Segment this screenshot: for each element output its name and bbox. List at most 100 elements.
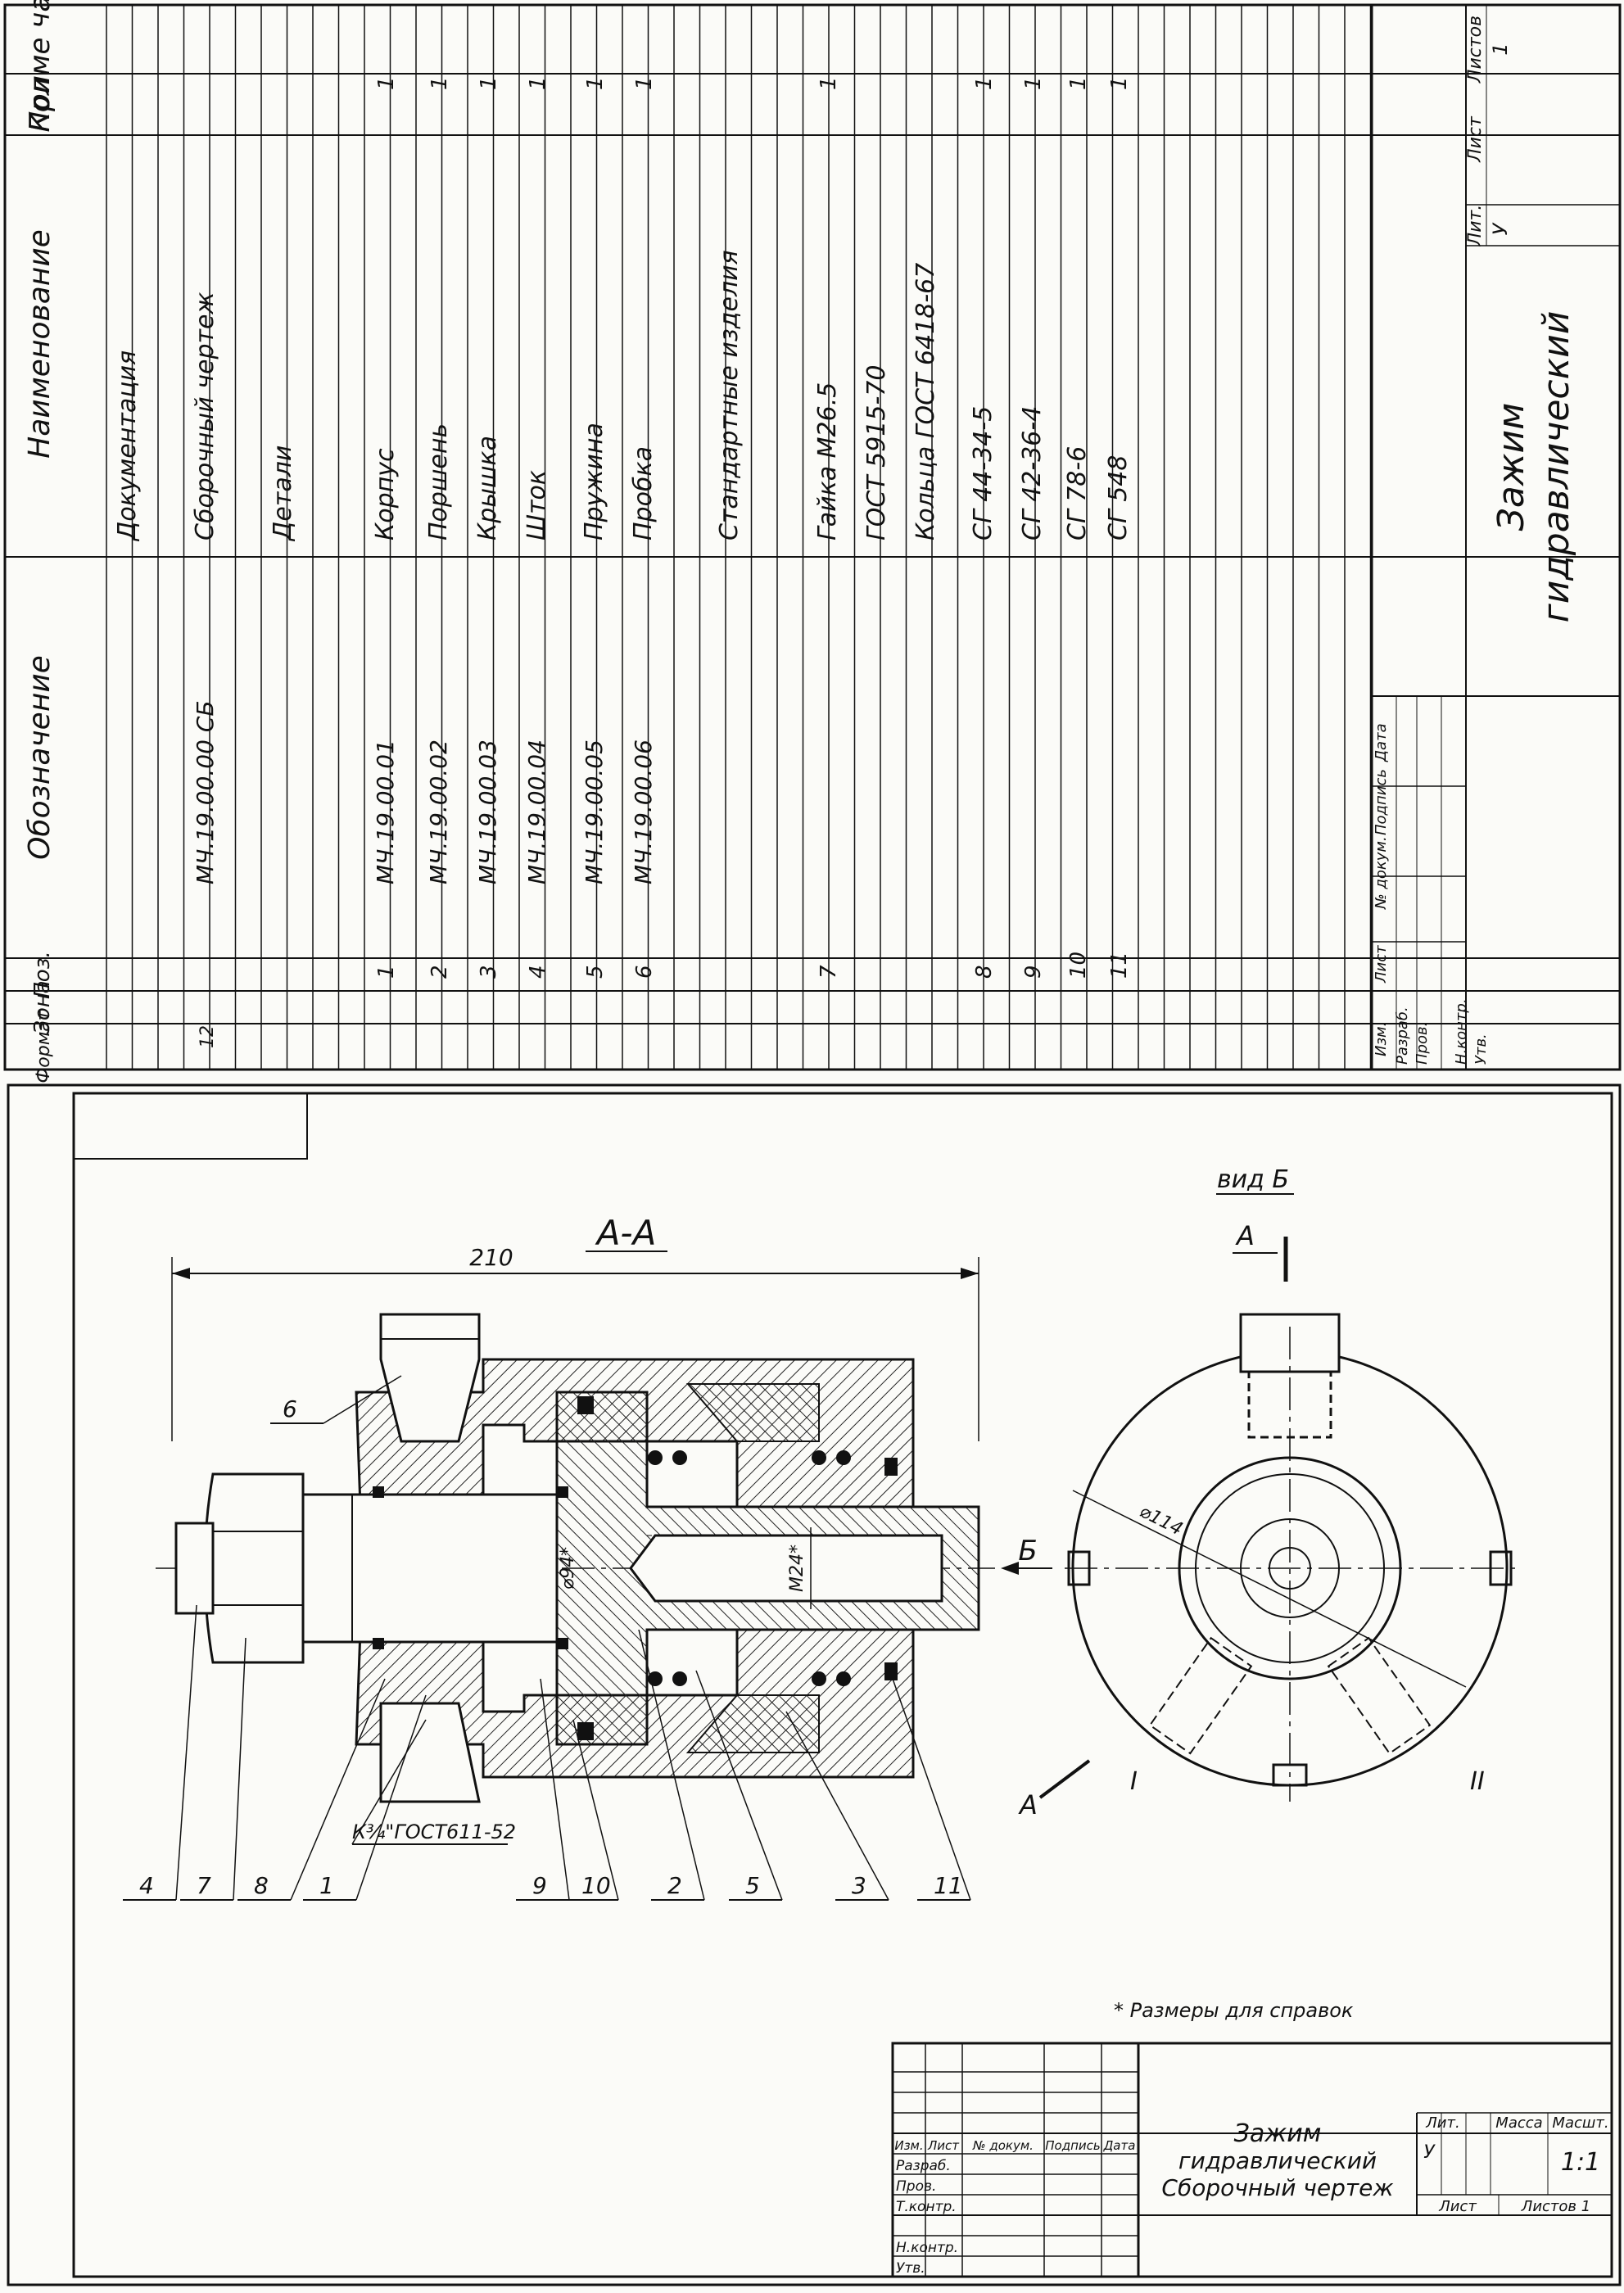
spec-row-4-name: Поршень: [424, 423, 453, 540]
tb-role-4: Н.контр.: [896, 2240, 958, 2256]
spec-row-3-name: Корпус: [371, 448, 400, 540]
callout-11: 11: [934, 1872, 963, 1899]
tb-role-0: Разраб.: [896, 2158, 951, 2174]
view-mark-1: I: [1130, 1767, 1138, 1796]
callout-2: 2: [667, 1872, 682, 1899]
spec-row-5-des: МЧ.19.00.03: [474, 739, 501, 884]
spec-lit-value: У: [1489, 222, 1512, 235]
spec-tb-role-1: Пров.: [1414, 1022, 1431, 1065]
spec-row-8-name: Пробка: [629, 446, 658, 540]
spec-row-16-qty: 1: [1107, 76, 1132, 90]
callout-8: 8: [254, 1872, 269, 1899]
header-pos: Поз.: [30, 951, 55, 998]
tb-col-0: Изм.: [894, 2138, 923, 2153]
spec-row-15-qty: 1: [1066, 76, 1091, 90]
spec-row-15-name: СГ 78-6: [1063, 446, 1092, 540]
spec-row-5-qty: 1: [477, 76, 501, 90]
nut: [203, 1472, 305, 1664]
spec-row-10-qty: 1: [817, 76, 841, 90]
callout-3: 3: [852, 1872, 866, 1899]
spec-tb-col-3: Подпись: [1373, 769, 1390, 835]
spec-row-16-pos: 11: [1107, 952, 1132, 979]
header-name: Наименование: [23, 229, 57, 459]
header-zone: Зона: [30, 980, 55, 1034]
spec-row-6-qty: 1: [526, 76, 550, 90]
spec-tb-col-0: Изм.: [1373, 1022, 1390, 1056]
spec-row-9-name: Стандартные изделия: [715, 250, 744, 540]
spec-row-6-pos: 4: [526, 965, 550, 979]
tb-role-1: Пров.: [896, 2178, 936, 2195]
spec-row-8-des: МЧ.19.00.06: [630, 739, 657, 884]
spec-row-4-des: МЧ.19.00.02: [425, 739, 452, 884]
spec-row-16-name: СГ 548: [1104, 455, 1133, 540]
spec-title-block: Зажим гидравлический Лит. Лист Листов У …: [1370, 3, 1622, 1071]
spec-row-14-name: СГ 42-36-4: [1018, 406, 1047, 540]
spec-row-7-pos: 5: [583, 965, 608, 979]
spec-row-3-des: МЧ.19.00.01: [372, 739, 399, 884]
callout-5: 5: [745, 1872, 760, 1899]
footnote: * Размеры для справок: [1114, 1999, 1354, 2022]
specification-table: Приме чание Кол Наименование Обозначение…: [3, 0, 1622, 1083]
tb-role-5: Утв.: [896, 2260, 925, 2277]
tb-scale-value: 1:1: [1561, 2148, 1600, 2177]
tb-lit-value: У: [1423, 2142, 1436, 2163]
tb-sheet-label: Лист: [1438, 2198, 1477, 2215]
spec-title-1: Зажим: [1491, 403, 1532, 531]
spec-tb-col-2: № докум.: [1373, 836, 1390, 910]
spec-row-3-qty: 1: [374, 76, 399, 90]
spec-row-8-pos: 6: [632, 965, 657, 979]
title-line-2: гидравлический: [1178, 2147, 1377, 2174]
spec-row-6-des: МЧ.19.00.04: [523, 739, 550, 884]
tb-sheets-label: Листов 1: [1521, 2198, 1590, 2215]
spec-sheets-label: Листов: [1465, 16, 1486, 84]
plug-bottom: [379, 1702, 481, 1803]
callout-4: 4: [139, 1872, 154, 1899]
callout-7: 7: [197, 1872, 211, 1899]
spec-row-13-pos: 8: [972, 965, 997, 979]
tb-col-4: Дата: [1103, 2138, 1136, 2153]
spec-row-10-name: Гайка М26.5: [813, 382, 842, 540]
spec-row-7-des: МЧ.19.00.05: [581, 739, 608, 884]
spec-row-1-format: 12: [197, 1025, 218, 1048]
spec-row-14-qty: 1: [1021, 76, 1046, 90]
spec-row-11-name: ГОСТ 5915-70: [862, 365, 891, 540]
tb-scale-label: Масшт.: [1552, 2114, 1608, 2132]
rod: [301, 1493, 559, 1644]
cut-a-top: А: [1235, 1220, 1255, 1251]
tb-role-2: Т.контр.: [896, 2199, 957, 2215]
tb-mass-label: Масса: [1495, 2114, 1542, 2132]
spec-row-7-qty: 1: [583, 76, 608, 90]
assembly-drawing: А-А 2 10: [7, 1083, 1622, 2286]
spec-row-8-qty: 1: [632, 76, 657, 90]
dimension-m24: М24*: [787, 1544, 807, 1592]
spec-row-5-name: Крышка: [473, 436, 502, 540]
callout-9: 9: [532, 1872, 547, 1899]
spec-sheet-label: Лист: [1465, 115, 1486, 163]
spec-tb-role-0: Разраб.: [1394, 1006, 1411, 1065]
tb-col-2: № докум.: [972, 2138, 1034, 2153]
view-mark-2: II: [1470, 1767, 1485, 1796]
spec-row-12-name: Кольца ГОСТ 6418-67: [912, 263, 940, 540]
spec-row-4-pos: 2: [427, 965, 452, 979]
callout-10: 10: [581, 1872, 611, 1899]
spec-row-7-name: Пружина: [580, 423, 608, 540]
spec-tb-role-3: Н.контр.: [1453, 998, 1470, 1065]
spec-row-13-qty: 1: [972, 76, 997, 90]
spec-row-13-name: СГ 44-34-5: [969, 406, 997, 540]
spec-row-3-pos: 1: [374, 965, 399, 979]
dimension-d94: ⌀94*: [558, 1547, 578, 1590]
plug-top: [379, 1313, 481, 1443]
seal-rings: [373, 1396, 898, 1740]
callout-6: 6: [283, 1395, 297, 1422]
view-b-label: вид Б: [1217, 1165, 1289, 1194]
tb-col-1: Лист: [927, 2138, 960, 2153]
spec-row-10-pos: 7: [817, 965, 841, 979]
spec-row-1-name: Сборочный чертеж: [191, 292, 219, 540]
header-format: Формат: [34, 1009, 54, 1083]
spring: [648, 1450, 851, 1686]
tb-col-3: Подпись: [1045, 2138, 1100, 2153]
spec-tb-col-4: Дата: [1373, 723, 1390, 762]
section-label: А-А: [595, 1213, 657, 1253]
